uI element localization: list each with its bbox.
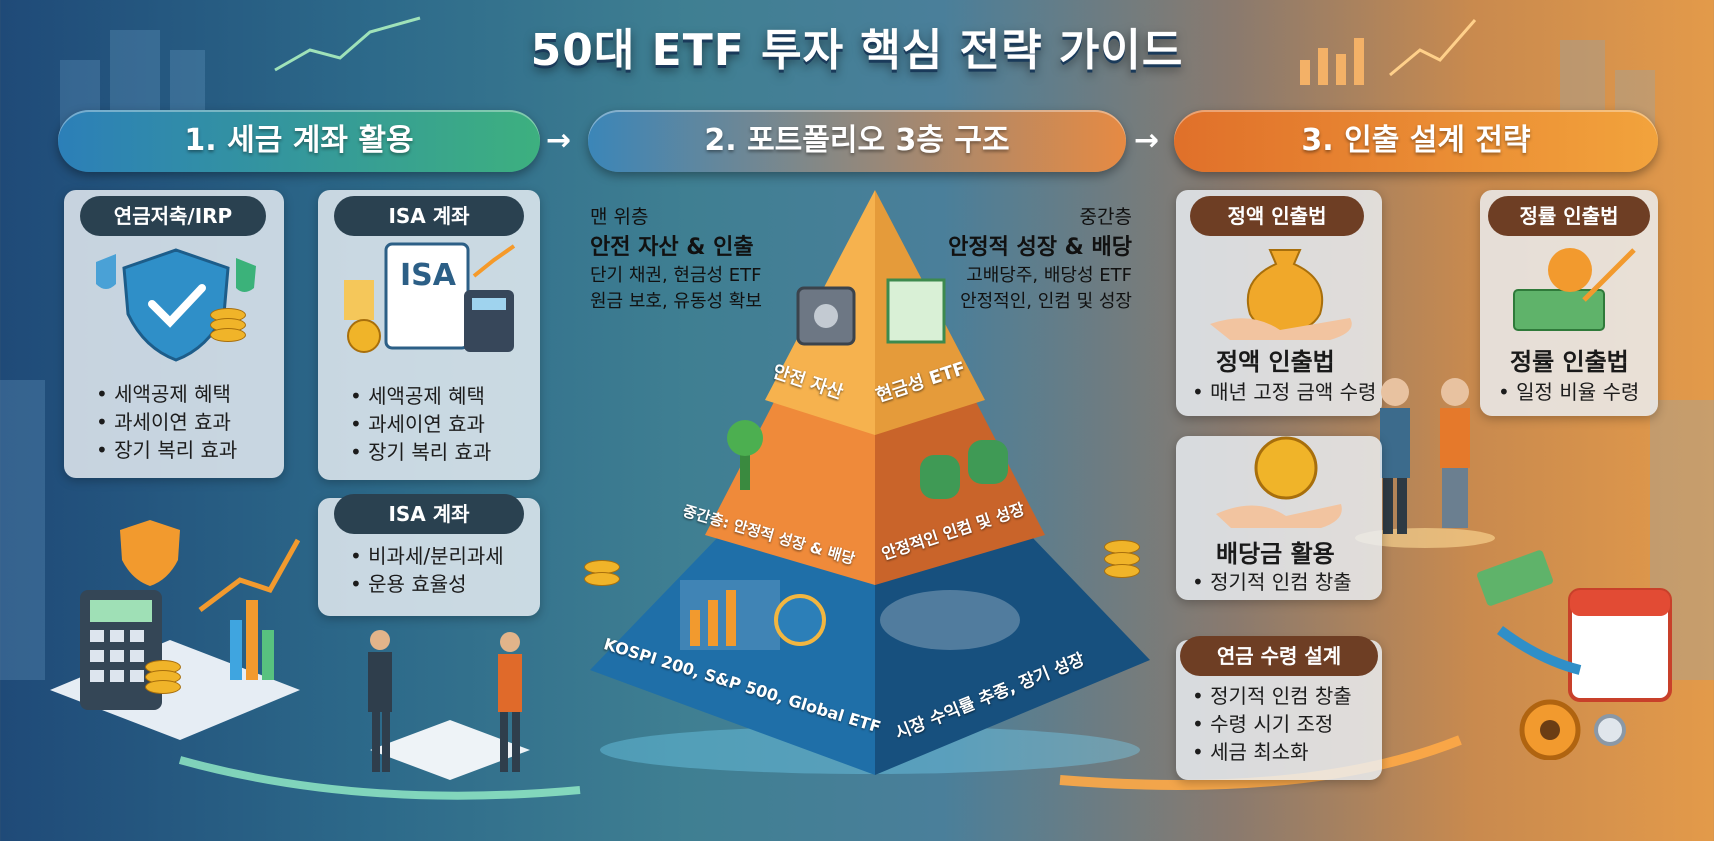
arrow-right-icon: →	[546, 123, 572, 158]
rate-withdrawal-title: 정률 인출법	[1510, 348, 1629, 376]
fixed-withdrawal-title: 정액 인출법	[1216, 348, 1335, 376]
irp-bullets: 세액공제 혜택 과세이연 효과 장기 복리 효과	[96, 380, 237, 464]
middle-tier-note: 중간층 안정적 성장 & 배당 고배당주, 배당성 ETF 안정적인, 인컴 및…	[948, 206, 1132, 312]
dollar-coin-icon	[1104, 564, 1140, 578]
rate-withdrawal-chip: 정률 인출법	[1488, 196, 1650, 236]
certificate-icon	[886, 278, 946, 344]
line-chart-icon	[274, 16, 421, 72]
section-portfolio: 2. 포트폴리오 3층 구조	[588, 110, 1126, 172]
shield-check-icon	[96, 248, 256, 362]
money-bag-icon	[920, 455, 960, 499]
money-bag-hand-icon	[1210, 249, 1352, 340]
skyline-building	[0, 380, 45, 680]
dollar-coin-hand-icon	[1216, 436, 1342, 528]
section-label: 1. 세금 계좌 활용	[184, 123, 414, 158]
arrow-right-icon: →	[1134, 123, 1160, 158]
rate-withdrawal-bullet: 일정 비율 수령	[1498, 378, 1639, 406]
dividend-title: 배당금 활용	[1216, 540, 1335, 568]
dollar-coin-icon	[210, 328, 246, 342]
pyramid-base-right	[875, 535, 1150, 775]
top-tier-note: 맨 위층 안전 자산 & 인출 단기 채권, 현금성 ETF 원금 보호, 유동…	[590, 206, 762, 312]
isa-chip-1: ISA 계좌	[334, 196, 524, 236]
fixed-withdrawal-bullet: 매년 고정 금액 수령	[1192, 378, 1376, 406]
isa-bullets-1: 세액공제 혜택 과세이연 효과 장기 복리 효과	[350, 382, 491, 466]
isa-document-icon	[344, 242, 516, 353]
bar-chart-icon	[1300, 19, 1477, 85]
isa-document-label: ISA	[400, 258, 456, 293]
calendar-icon	[1477, 550, 1672, 760]
section-label: 2. 포트폴리오 3층 구조	[704, 123, 1010, 158]
elderly-couple-icon	[1355, 378, 1495, 548]
pension-bullets: 정기적 인컴 창출 수령 시기 조정 세금 최소화	[1192, 682, 1352, 766]
isa-bullets-2: 비과세/분리과세 운용 효율성	[350, 542, 504, 598]
fixed-withdrawal-chip: 정액 인출법	[1190, 196, 1364, 236]
section-label: 3. 인출 설계 전략	[1301, 123, 1531, 158]
pyramid-middle-left	[705, 400, 875, 585]
dollar-coin-icon	[584, 572, 620, 586]
percent-icon	[1513, 248, 1636, 331]
irp-chip: 연금저축/IRP	[80, 196, 266, 236]
portfolio-pyramid	[590, 190, 1150, 775]
business-people-icon	[368, 630, 530, 780]
world-map-icon	[880, 590, 1020, 650]
dollar-coin-icon	[145, 680, 181, 694]
isa-chip-2: ISA 계좌	[334, 494, 524, 534]
dividend-bullet: 정기적 인컴 창출	[1192, 568, 1352, 596]
section-tax-account: 1. 세금 계좌 활용	[58, 110, 540, 172]
plant-icon	[740, 440, 750, 490]
page-title: 50대 ETF 투자 핵심 전략 가이드	[530, 25, 1184, 76]
pension-chip: 연금 수령 설계	[1180, 636, 1378, 676]
pyramid-middle-right	[875, 400, 1045, 585]
section-withdrawal: 3. 인출 설계 전략	[1174, 110, 1658, 172]
